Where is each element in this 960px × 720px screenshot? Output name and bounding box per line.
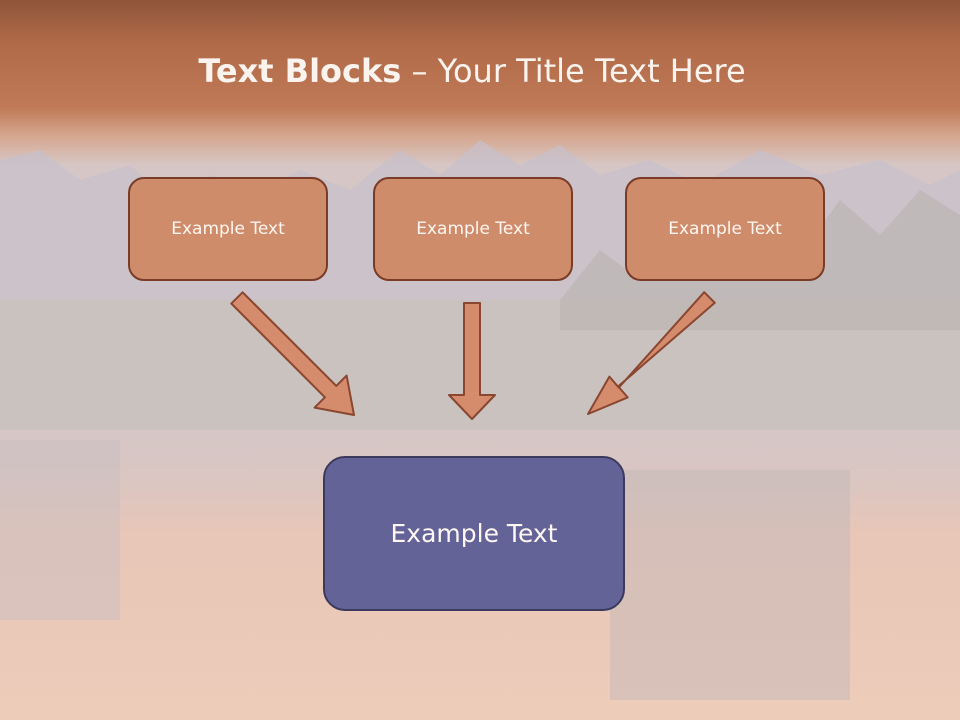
text-block-top-right[interactable]: Example Text [625, 177, 825, 281]
text-block-label: Example Text [390, 519, 558, 548]
slide-title: Text Blocks – Your Title Text Here [0, 52, 944, 90]
title-bold-part: Text Blocks [198, 52, 402, 90]
text-block-label: Example Text [416, 219, 530, 239]
arrow-center [448, 302, 496, 420]
text-block-top-center[interactable]: Example Text [373, 177, 573, 281]
text-block-label: Example Text [171, 219, 285, 239]
text-block-bottom[interactable]: Example Text [323, 456, 625, 611]
text-block-top-left[interactable]: Example Text [128, 177, 328, 281]
title-rest-part: – Your Title Text Here [401, 52, 746, 90]
arrow-right [587, 291, 716, 415]
text-block-label: Example Text [668, 219, 782, 239]
arrow-left [230, 291, 355, 416]
